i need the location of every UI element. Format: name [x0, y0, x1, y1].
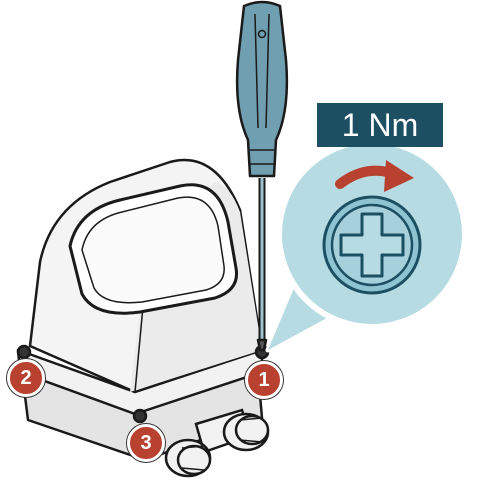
screw-3 [134, 410, 146, 422]
callout-1: 1 [245, 361, 283, 399]
cable-gland-left [166, 440, 210, 476]
cross-screw-icon [324, 197, 420, 293]
screw-2 [18, 346, 30, 358]
cable-gland-right [224, 414, 268, 450]
callout-2: 2 [7, 359, 45, 397]
torque-label: 1 Nm [317, 103, 443, 147]
zoom-bubble [279, 141, 465, 327]
callout-3: 3 [127, 424, 165, 462]
